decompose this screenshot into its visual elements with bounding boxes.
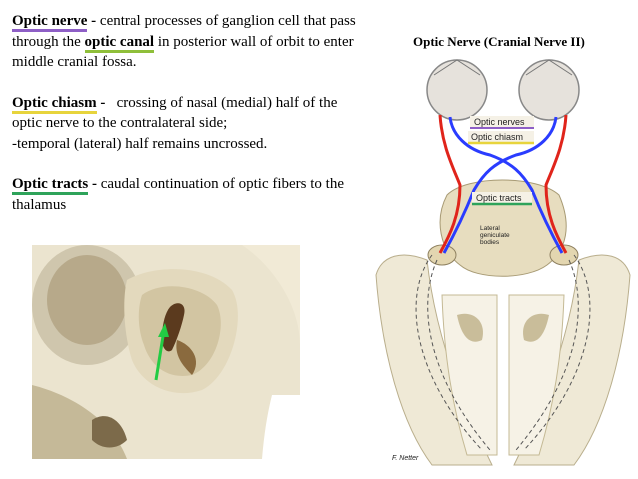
optic-chiasm-sep: -	[97, 95, 110, 111]
optic-chiasm-label: Optic chiasm	[471, 132, 523, 142]
optic-tracts-term: Optic tracts	[12, 176, 88, 195]
cerebral-cortex	[376, 255, 630, 465]
optic-nerves-label: Optic nerves	[474, 117, 525, 127]
left-orbit-shadow	[47, 255, 127, 345]
right-eye	[519, 60, 579, 120]
left-eyeball	[427, 60, 487, 120]
optic-nerve-term: Optic nerve	[12, 13, 87, 32]
artist-signature: F. Netter	[392, 455, 419, 462]
optic-tracts-sep: -	[88, 176, 101, 192]
optic-chiasm-line2: -temporal (lateral) half remains uncross…	[12, 136, 267, 152]
left-eye	[427, 60, 487, 120]
optic-tracts-label: Optic tracts	[476, 193, 522, 203]
optic-nerve-sep: -	[87, 13, 100, 29]
optic-chiasm-term: Optic chiasm	[12, 95, 97, 114]
orbit-skull-photo	[32, 245, 300, 459]
diagram-title: Optic Nerve (Cranial Nerve II)	[413, 34, 585, 50]
lgb-label-1: Lateral	[480, 225, 500, 232]
visual-pathway-illustration: Optic nerves Optic chiasm Optic tracts L…	[372, 55, 634, 470]
description-text: Optic nerve - central processes of gangl…	[12, 11, 367, 235]
lgb-label-3: bodies	[480, 239, 500, 246]
optic-canal-term: optic canal	[85, 34, 155, 53]
right-eyeball	[519, 60, 579, 120]
optic-chiasm-paragraph: Optic chiasm - crossing of nasal (medial…	[12, 93, 367, 155]
optic-tracts-paragraph: Optic tracts - caudal continuation of op…	[12, 174, 367, 215]
lgb-label-2: geniculate	[480, 232, 510, 239]
optic-nerve-paragraph: Optic nerve - central processes of gangl…	[12, 11, 367, 73]
